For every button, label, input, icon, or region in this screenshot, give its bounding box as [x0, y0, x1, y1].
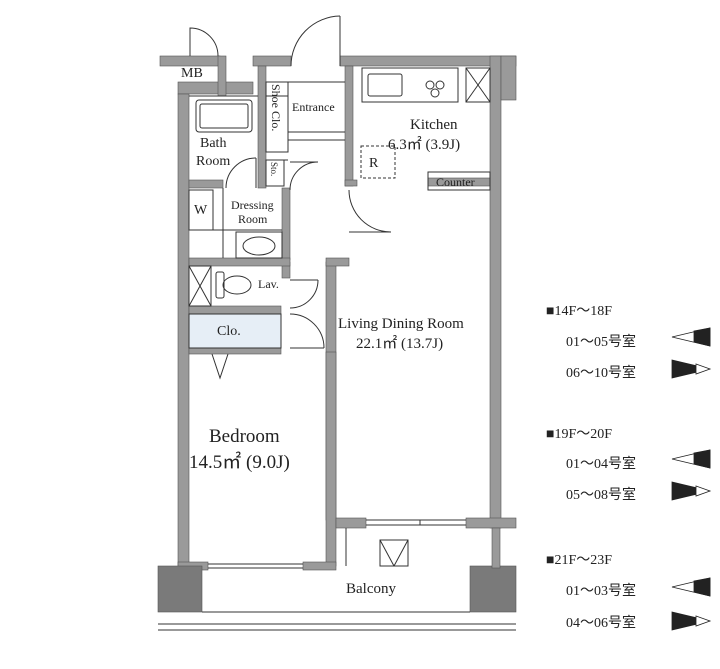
compass-west-icon: [671, 577, 711, 597]
legend-heading: ■19F～20F: [546, 427, 613, 442]
label-shoe-closet: Shoe Clo.: [269, 84, 283, 132]
label-entrance: Entrance: [292, 100, 335, 114]
wall-entrance-right: [344, 65, 354, 187]
legend-heading: ■21F～23F: [546, 553, 613, 568]
wall-top-right: [339, 55, 517, 67]
legend-heading: ■14F～18F: [546, 304, 613, 319]
walls: [157, 55, 517, 613]
wall-ldk-bottom: [335, 517, 367, 529]
doors: [189, 15, 392, 349]
label-balcony: Balcony: [346, 581, 396, 597]
wall-bath-right: [257, 65, 267, 189]
legend-row: 01～03号室: [566, 584, 636, 599]
compass-icons: [671, 327, 712, 631]
label-bedroom-area: 14.5㎡ (9.0J): [189, 452, 290, 473]
label-kitchen-area: 6.3㎡ (3.9J): [388, 137, 461, 153]
label-bath-2: Room: [196, 154, 231, 169]
wall-top-mid: [252, 55, 292, 67]
legend-row: 01～05号室: [566, 335, 636, 350]
legend-row: 05～08号室: [566, 488, 636, 503]
wall-top-left: [177, 81, 254, 95]
column-left: [157, 565, 203, 613]
label-closet: Clo.: [217, 324, 241, 339]
compass-west-icon: [671, 449, 711, 469]
compass-east-icon: [671, 359, 712, 379]
label-kitchen: Kitchen: [410, 117, 458, 133]
wall-clo-bottom: [188, 347, 282, 355]
compass-east-icon: [671, 481, 712, 501]
label-bath-1: Bath: [200, 136, 227, 151]
thin-lines: [158, 67, 516, 631]
closet-fill: [188, 313, 282, 349]
column-right: [469, 565, 517, 613]
wall-left: [177, 93, 190, 567]
wall-mb-side: [217, 55, 227, 97]
label-refrigerator: R: [369, 156, 379, 171]
label-mb: MB: [181, 66, 203, 81]
wall-lav-bottom: [188, 305, 282, 315]
legend-row: 06～10号室: [566, 366, 636, 381]
balcony-pillar: [491, 527, 501, 569]
label-washer: W: [194, 203, 208, 218]
label-lavatory: Lav.: [258, 277, 279, 291]
wall-bath-bottom: [188, 179, 224, 189]
legend-row: 04～06号室: [566, 616, 636, 631]
wall-hall-top: [325, 257, 350, 267]
wall-right-stub: [500, 55, 517, 101]
compass-east-icon: [671, 611, 712, 631]
label-ldk-area: 22.1㎡ (13.7J): [356, 336, 444, 352]
wall-ldk-bottom-r: [465, 517, 517, 529]
label-dressing-2: Room: [238, 212, 268, 226]
label-bedroom: Bedroom: [209, 426, 280, 447]
wall-top-mb: [159, 55, 221, 67]
wall-right: [489, 55, 502, 529]
wall-bed-bottom-r: [302, 561, 337, 571]
compass-west-icon: [671, 327, 711, 347]
wall-kitchen-stub: [344, 179, 358, 187]
label-dressing-1: Dressing: [231, 198, 274, 212]
label-counter: Counter: [436, 175, 475, 189]
label-storage: Sto.: [269, 162, 279, 177]
wall-service-right: [281, 187, 291, 261]
label-ldk: Living Dining Room: [338, 316, 464, 332]
wall-bed-ldk: [325, 351, 337, 567]
wall-dress-bottom: [188, 257, 291, 267]
legend-row: 01～04号室: [566, 457, 636, 472]
